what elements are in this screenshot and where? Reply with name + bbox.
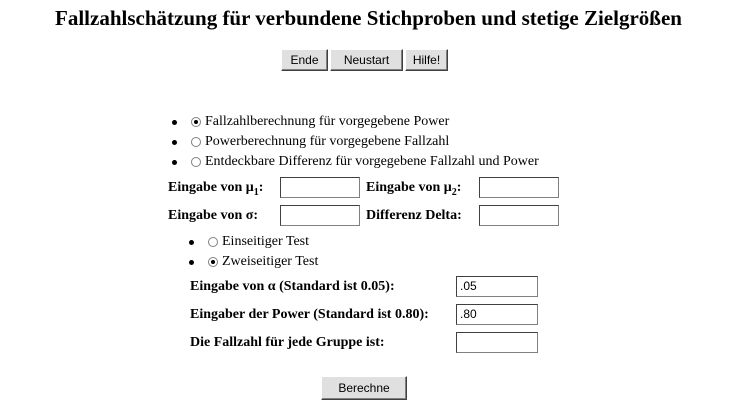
radio-fallzahl[interactable] [191, 117, 201, 127]
sigma-label: Eingabe von σ: [168, 208, 259, 223]
test-option-label: Einseitiger Test [222, 234, 310, 249]
test-option-label: Zweiseitiger Test [222, 254, 319, 269]
mode-option-fallzahl[interactable]: Fallzahlberechnung für vorgegebene Power [172, 114, 449, 130]
result-output[interactable] [456, 332, 538, 353]
hilfe-button[interactable]: Hilfe! [405, 49, 448, 71]
radio-zweiseitig[interactable] [208, 257, 218, 267]
power-label: Eingaber der Power (Standard ist 0.80): [190, 307, 429, 322]
radio-power[interactable] [191, 137, 201, 147]
alpha-input[interactable]: .05 [456, 276, 538, 297]
mu2-label: Eingabe von μ2: [366, 180, 462, 198]
power-input[interactable]: .80 [456, 304, 538, 325]
mu1-input[interactable] [280, 177, 360, 198]
radio-einseitig[interactable] [208, 237, 218, 247]
result-label: Die Fallzahl für jede Gruppe ist: [190, 335, 385, 350]
bullet-icon [172, 159, 177, 165]
radio-differenz[interactable] [191, 157, 201, 167]
page-title: Fallzahlschätzung für verbundene Stichpr… [55, 6, 682, 30]
delta-input[interactable] [479, 205, 559, 226]
bullet-icon [189, 239, 194, 245]
mode-option-differenz[interactable]: Entdeckbare Differenz für vorgegebene Fa… [172, 154, 539, 170]
toolbar: Ende Neustart Hilfe! [281, 49, 448, 71]
mode-option-label: Powerberechnung für vorgegebene Fallzahl [205, 134, 450, 149]
delta-label: Differenz Delta: [366, 208, 462, 223]
bullet-icon [172, 119, 177, 125]
mode-option-label: Entdeckbare Differenz für vorgegebene Fa… [205, 154, 539, 169]
neustart-button[interactable]: Neustart [330, 49, 403, 71]
bullet-icon [172, 139, 177, 145]
mu1-label: Eingabe von μ1: [168, 180, 264, 198]
mu2-input[interactable] [479, 177, 559, 198]
ende-button[interactable]: Ende [281, 49, 328, 71]
mode-option-label: Fallzahlberechnung für vorgegebene Power [205, 114, 450, 129]
sigma-input[interactable] [280, 205, 360, 226]
mode-option-power[interactable]: Powerberechnung für vorgegebene Fallzahl [172, 134, 449, 150]
alpha-label: Eingabe von α (Standard ist 0.05): [190, 279, 395, 294]
berechne-button[interactable]: Berechne [321, 376, 407, 400]
test-option-zweiseitig[interactable]: Zweiseitiger Test [189, 254, 318, 270]
test-option-einseitig[interactable]: Einseitiger Test [189, 234, 309, 250]
bullet-icon [189, 259, 194, 265]
